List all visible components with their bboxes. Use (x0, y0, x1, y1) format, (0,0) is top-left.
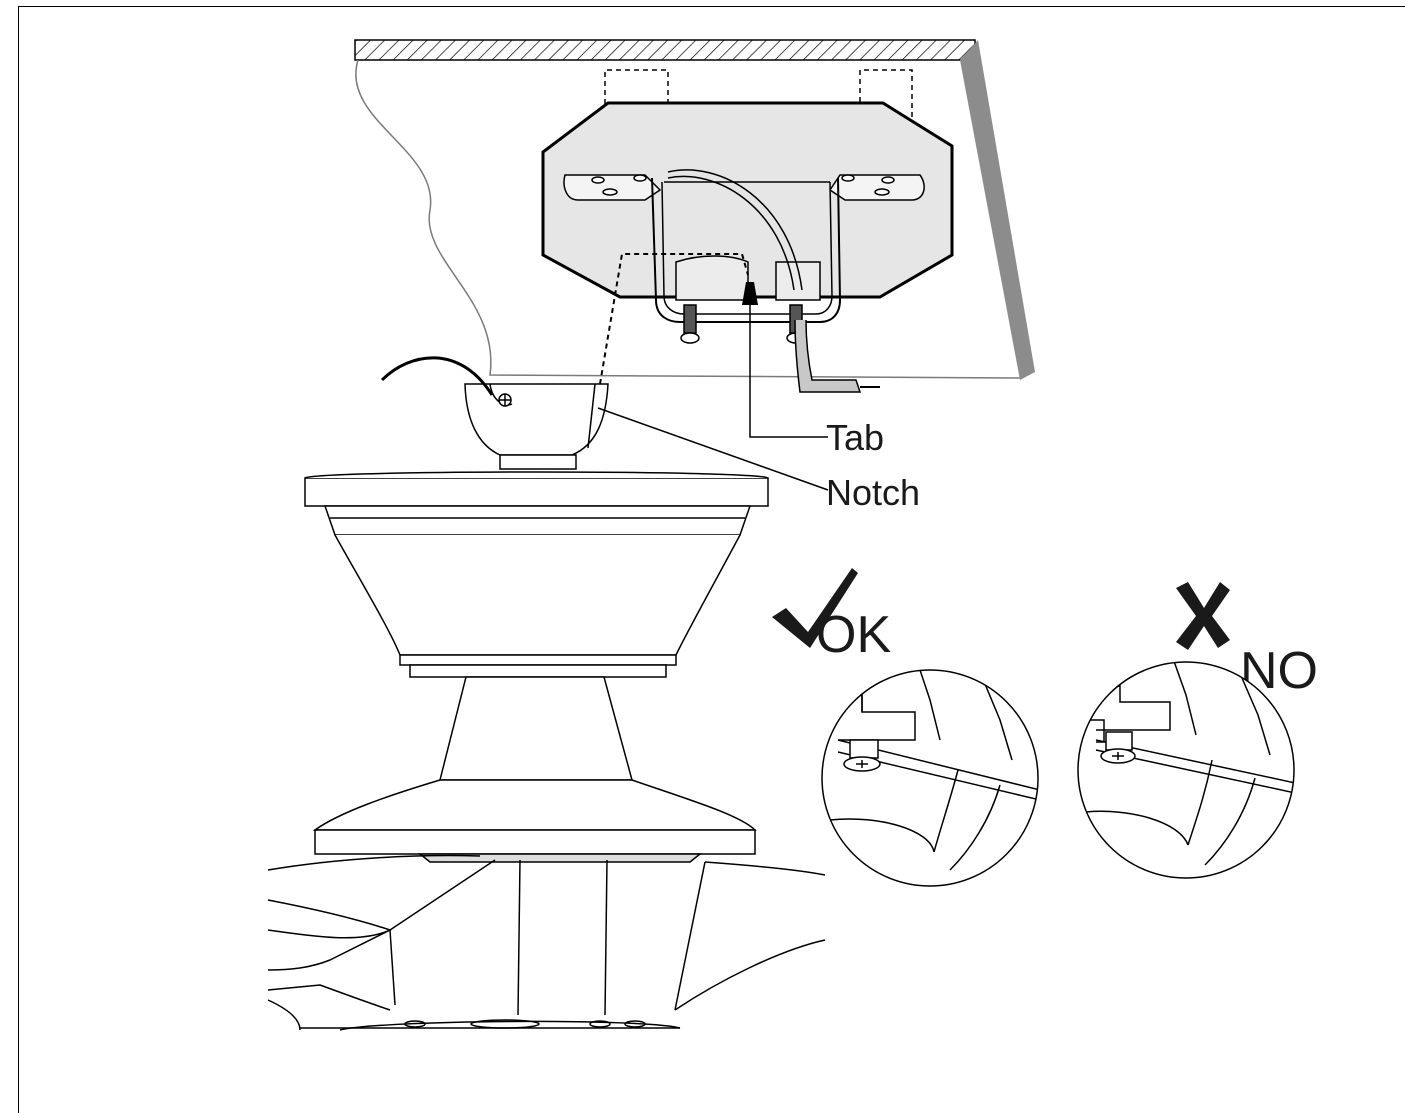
tab-label: Tab (826, 417, 884, 458)
motor-wire (380, 356, 494, 396)
ok-detail-view (821, 669, 1039, 887)
mounting-bracket (563, 174, 925, 323)
mounting-plate (541, 101, 954, 299)
no-detail-view (1077, 661, 1295, 879)
fan-blades (267, 854, 826, 1031)
x-mark-icon (1176, 582, 1230, 650)
check-mark-icon (772, 568, 858, 648)
tab (742, 282, 758, 305)
ceiling-anchor-lines (604, 69, 913, 140)
ok-indicator: OK (772, 568, 891, 664)
bracket-screws (680, 304, 806, 344)
diagram-frame (18, 6, 1405, 1113)
alignment-guide (599, 253, 749, 385)
fan-motor-housing (304, 471, 769, 863)
canopy-hanger (464, 383, 609, 470)
ceiling-wires (667, 169, 880, 393)
notch-label: Notch (826, 472, 920, 513)
callout-leaders (597, 305, 829, 491)
ok-label: OK (816, 606, 891, 664)
ceiling (354, 39, 1035, 380)
